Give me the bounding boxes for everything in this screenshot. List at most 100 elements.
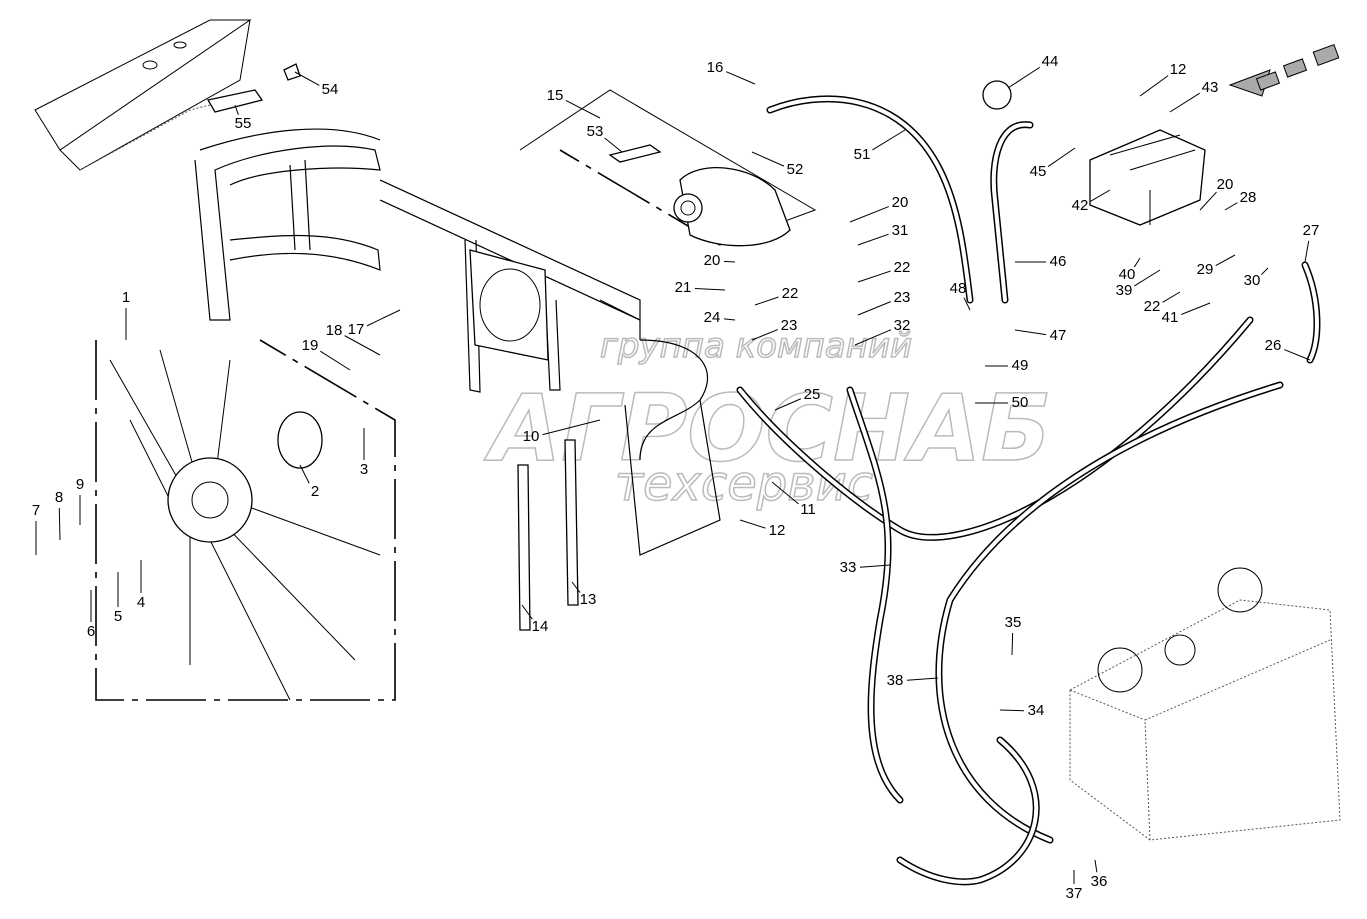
leader-line-28	[1224, 202, 1238, 211]
hydraulic-motor	[673, 167, 791, 247]
leader-line-41	[1181, 302, 1211, 315]
leader-line-14	[521, 604, 533, 620]
leader-line-2	[299, 464, 310, 484]
callout-43: 43	[1202, 79, 1219, 96]
leader-line-22	[754, 296, 779, 306]
callout-23: 23	[781, 317, 798, 334]
sensor-53	[608, 144, 662, 163]
callout-39: 39	[1116, 282, 1133, 299]
leader-line-54	[294, 71, 320, 86]
callout-12: 12	[1170, 61, 1187, 78]
callout-25: 25	[804, 386, 821, 403]
leader-line-10	[542, 419, 601, 436]
plate-14	[517, 464, 531, 631]
leader-line-21	[694, 287, 726, 291]
callout-2: 2	[311, 483, 319, 500]
leader-line-12	[1139, 75, 1169, 97]
hoses	[736, 95, 1321, 886]
callout-20: 20	[704, 252, 721, 269]
callout-18: 18	[326, 322, 343, 339]
callout-11: 11	[800, 501, 816, 518]
fan	[109, 349, 381, 701]
leader-line-13	[571, 581, 581, 593]
callout-14: 14	[532, 618, 549, 635]
callout-22: 22	[894, 259, 911, 276]
watermark: группа компаний АГРОСНАБ техсервис	[483, 325, 1052, 513]
callout-5: 5	[114, 608, 122, 625]
leader-line-20	[723, 260, 736, 263]
arrow-43	[1228, 44, 1340, 97]
callout-51: 51	[854, 146, 871, 163]
leader-line-27	[1304, 240, 1310, 263]
leader-line-33	[859, 564, 891, 568]
callout-19: 19	[302, 337, 319, 354]
leader-line-48	[963, 297, 971, 311]
leader-line-35	[1011, 632, 1014, 656]
callout-9: 9	[76, 476, 84, 493]
oil-tank	[1069, 567, 1341, 841]
leader-line-22	[1162, 291, 1181, 303]
leader-line-25	[774, 398, 802, 411]
leader-line-19	[320, 350, 351, 371]
pump-42	[1089, 129, 1206, 226]
callout-49: 49	[1012, 357, 1029, 374]
leader-line-55	[234, 104, 239, 115]
leader-line-42	[1090, 189, 1111, 202]
leader-line-52	[751, 151, 785, 167]
callout-33: 33	[840, 559, 857, 576]
o-ring-44	[982, 80, 1012, 110]
leader-line-12	[739, 519, 766, 529]
leader-line-45	[1047, 147, 1076, 167]
hub-2	[277, 411, 323, 469]
callout-3: 3	[360, 461, 368, 478]
callout-7: 7	[32, 502, 40, 519]
callout-47: 47	[1050, 327, 1067, 344]
callout-13: 13	[580, 591, 597, 608]
callout-52: 52	[787, 161, 804, 178]
radiator-frame	[194, 128, 721, 631]
leader-line-39	[1134, 269, 1161, 287]
callout-54: 54	[322, 81, 339, 98]
callout-46: 46	[1050, 253, 1067, 270]
leader-line-47	[1014, 329, 1047, 336]
leader-line-53	[604, 137, 623, 153]
callout-36: 36	[1091, 873, 1108, 890]
callout-34: 34	[1028, 702, 1045, 719]
callout-44: 44	[1042, 53, 1059, 70]
callout-20: 20	[1217, 176, 1234, 193]
leader-line-44	[1007, 66, 1041, 89]
callout-26: 26	[1265, 337, 1282, 354]
callout-21: 21	[675, 279, 692, 296]
callout-45: 45	[1030, 163, 1047, 180]
callout-4: 4	[137, 594, 145, 611]
callout-6: 6	[87, 623, 95, 640]
callout-24: 24	[704, 309, 721, 326]
callout-22: 22	[1144, 298, 1161, 315]
leader-line-43	[1169, 92, 1200, 113]
callout-55: 55	[235, 115, 252, 132]
callout-42: 42	[1072, 197, 1089, 214]
callout-40: 40	[1119, 266, 1136, 283]
chassis-rail	[34, 19, 252, 171]
callout-31: 31	[892, 222, 909, 239]
callout-48: 48	[950, 280, 967, 297]
callout-41: 41	[1162, 309, 1179, 326]
fan-group-frame	[95, 339, 396, 701]
callout-27: 27	[1303, 222, 1320, 239]
callout-50: 50	[1012, 394, 1029, 411]
callout-15: 15	[547, 87, 564, 104]
leader-line-30	[1260, 267, 1269, 276]
callout-53: 53	[587, 123, 604, 140]
leader-line-11	[771, 481, 799, 505]
leader-line-20	[1199, 191, 1217, 211]
leader-line-20	[849, 206, 889, 223]
callout-30: 30	[1244, 272, 1261, 289]
leader-line-38	[906, 677, 939, 681]
leader-line-17	[366, 309, 401, 327]
callout-37: 37	[1066, 885, 1083, 902]
leader-line-22	[857, 270, 891, 283]
callout-29: 29	[1197, 261, 1214, 278]
leader-lines	[35, 66, 1311, 884]
